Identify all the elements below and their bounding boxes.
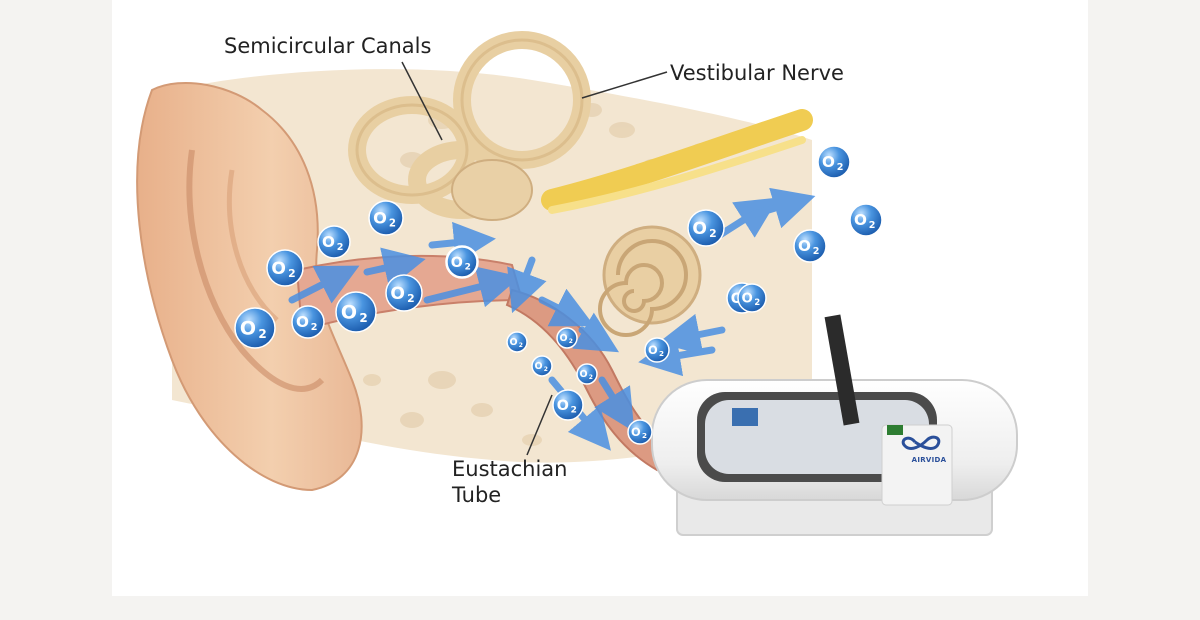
svg-text:O: O xyxy=(341,301,357,323)
svg-text:O: O xyxy=(509,337,517,348)
svg-text:2: 2 xyxy=(837,162,844,173)
ear-hbot-illustration: O2O2O2O2O2O2O2O2O2O2O2O2O2O2O2O2O2O2O2O2… xyxy=(136,31,1018,536)
vestibular-nerve-label: Vestibular Nerve xyxy=(670,61,844,85)
semicircular-canals-label: Semicircular Canals xyxy=(224,34,432,58)
cochlea xyxy=(598,225,702,337)
vestibular-nerve xyxy=(541,109,813,214)
svg-text:O: O xyxy=(822,153,835,171)
svg-text:2: 2 xyxy=(813,246,820,257)
hyperbaric-chamber xyxy=(651,314,1018,536)
svg-text:2: 2 xyxy=(569,338,573,345)
eustachian-tube-label: Eustachian Tube xyxy=(452,456,592,508)
svg-text:O: O xyxy=(579,369,587,380)
svg-text:O: O xyxy=(798,237,811,255)
svg-text:2: 2 xyxy=(709,227,717,240)
svg-text:O: O xyxy=(741,291,752,306)
svg-text:2: 2 xyxy=(571,406,577,416)
svg-text:2: 2 xyxy=(359,311,367,325)
svg-text:2: 2 xyxy=(642,431,647,440)
svg-text:2: 2 xyxy=(544,366,548,373)
svg-text:2: 2 xyxy=(589,374,593,381)
svg-text:O: O xyxy=(692,219,707,239)
svg-text:O: O xyxy=(559,333,567,344)
svg-text:O: O xyxy=(631,425,641,439)
svg-text:2: 2 xyxy=(519,342,523,349)
svg-text:O: O xyxy=(451,255,463,271)
svg-text:O: O xyxy=(534,361,542,372)
svg-text:2: 2 xyxy=(389,219,396,230)
svg-text:O: O xyxy=(240,317,256,339)
svg-text:O: O xyxy=(854,211,867,229)
illustration-panel: O2O2O2O2O2O2O2O2O2O2O2O2O2O2O2O2O2O2O2O2… xyxy=(112,0,1088,596)
eustachian-tube-label-line2: Tube xyxy=(452,483,502,507)
svg-text:O: O xyxy=(557,398,569,414)
svg-text:O: O xyxy=(373,208,387,227)
svg-text:2: 2 xyxy=(407,292,415,305)
svg-text:2: 2 xyxy=(754,297,760,307)
svg-text:2: 2 xyxy=(258,327,266,341)
eustachian-tube-label-line1: Eustachian xyxy=(452,457,568,481)
svg-text:2: 2 xyxy=(311,322,318,333)
svg-text:O: O xyxy=(322,233,335,251)
svg-text:2: 2 xyxy=(288,267,296,280)
svg-text:2: 2 xyxy=(337,242,344,253)
svg-text:O: O xyxy=(296,313,309,331)
svg-text:2: 2 xyxy=(659,349,664,358)
svg-text:O: O xyxy=(271,259,286,279)
svg-text:2: 2 xyxy=(465,263,471,273)
svg-text:O: O xyxy=(390,284,405,304)
svg-text:2: 2 xyxy=(869,220,876,231)
svg-text:O: O xyxy=(648,343,658,357)
chamber-brand-logo: AIRVIDA xyxy=(911,456,947,464)
